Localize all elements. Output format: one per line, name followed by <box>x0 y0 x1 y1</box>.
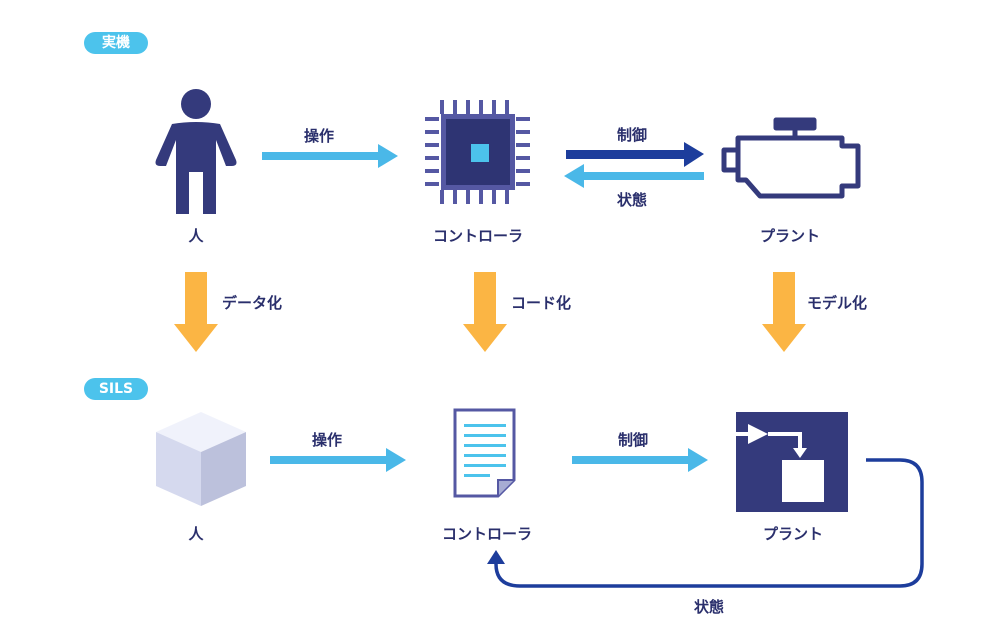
control-arrow-top <box>566 142 704 167</box>
cube-icon <box>156 412 246 506</box>
data-transform-label: データ化 <box>222 294 283 312</box>
engine-icon <box>721 117 861 199</box>
plant-label-bottom: プラント <box>762 525 824 543</box>
control-arrow-bottom <box>572 448 708 472</box>
operate-label-top: 操作 <box>304 127 335 145</box>
control-label-bottom: 制御 <box>618 431 649 449</box>
model-transform-label: モデル化 <box>807 294 868 312</box>
document-icon <box>453 408 516 498</box>
operate-arrow-bottom <box>270 448 406 472</box>
control-label-top: 制御 <box>617 126 648 144</box>
operate-arrow-top <box>262 144 398 168</box>
person-icon <box>155 89 237 214</box>
section-badge-real: 実機 <box>84 32 148 54</box>
model-transform-arrow <box>762 272 806 352</box>
controller-label-top: コントローラ <box>432 227 524 245</box>
code-transform-arrow <box>463 272 507 352</box>
human-label-top: 人 <box>188 227 204 245</box>
chip-icon <box>425 100 530 204</box>
plant-label-top: プラント <box>759 227 821 245</box>
state-feedback-path <box>487 458 924 588</box>
data-transform-arrow <box>174 272 218 352</box>
state-label-top: 状態 <box>617 191 648 209</box>
controller-label-bottom: コントローラ <box>441 525 533 543</box>
model-block-icon <box>736 412 848 512</box>
operate-label-bottom: 操作 <box>312 431 343 449</box>
state-arrow-top <box>564 164 704 188</box>
human-label-bottom: 人 <box>188 525 204 543</box>
state-label-bottom: 状態 <box>694 598 725 616</box>
code-transform-label: コード化 <box>511 294 572 312</box>
section-badge-sils: SILS <box>84 378 148 400</box>
